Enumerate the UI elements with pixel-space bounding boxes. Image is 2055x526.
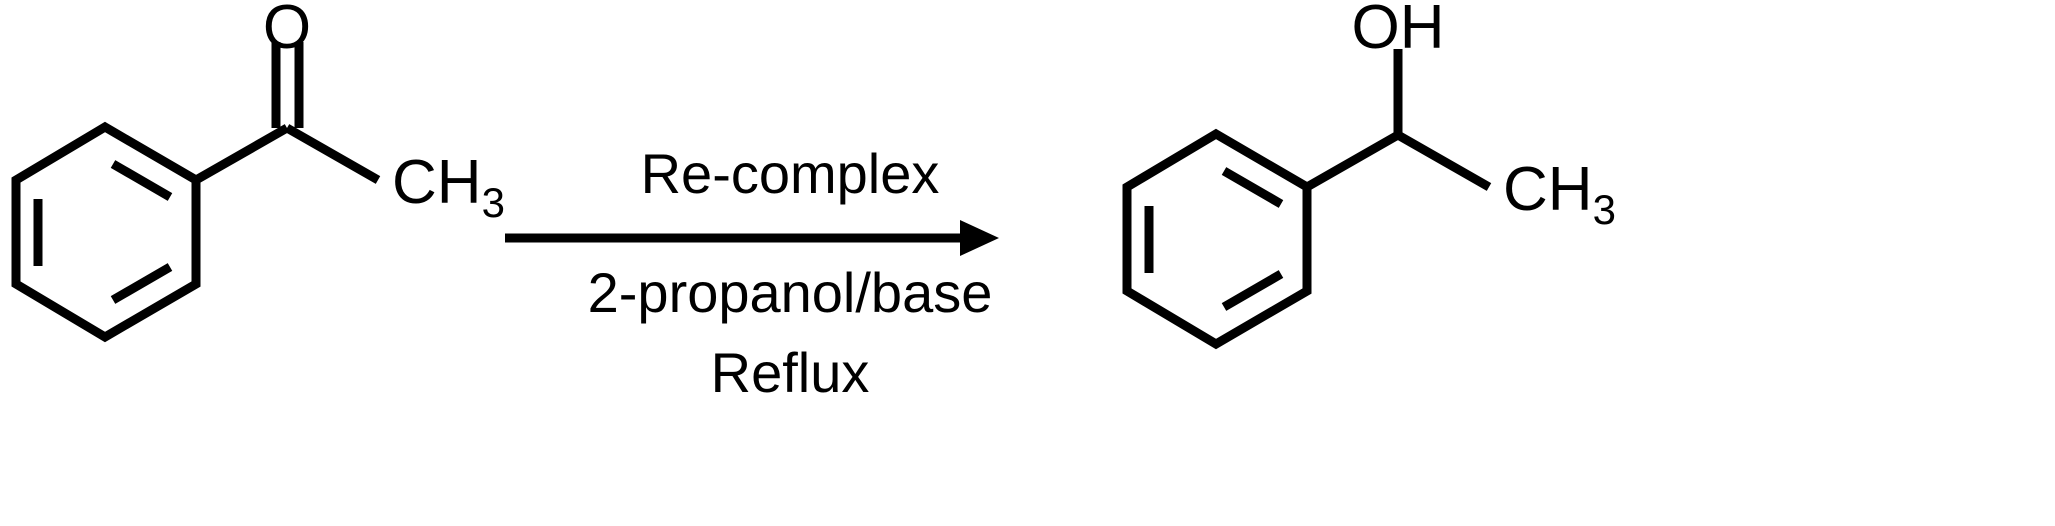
arrow-below-label-solvent: 2-propanol/base [588,261,993,324]
reactant-oxygen-label: O [263,0,311,62]
arrow-above-label: Re-complex [641,142,940,205]
reactant-acetophenone: O CH3 [11,0,505,343]
reactant-methyl-label: CH3 [392,148,505,226]
product-carbinol-to-methyl-bond [1395,131,1492,191]
reactant-carbonyl-to-methyl-bond [284,124,381,184]
reactant-carbonyl-double-bond [271,42,304,128]
reaction-arrow [505,220,999,256]
reactant-ring-to-carbonyl-bond [193,124,290,184]
product-methyl-text: CH [1503,155,1593,224]
product-hydroxyl-label: OH [1352,0,1445,62]
reactant-methyl-subscript: 3 [482,179,505,226]
arrow-head [960,220,999,256]
product-methyl-label: CH3 [1503,155,1616,233]
product-benzene-ring [1122,128,1312,350]
arrow-below-label-reflux: Reflux [711,341,870,404]
reactant-methyl-text: CH [392,148,482,217]
product-ring-to-carbinol-bond [1304,131,1401,191]
product-phenylethanol: OH CH3 [1122,0,1616,350]
reactant-benzene-ring [11,121,201,343]
product-methyl-subscript: 3 [1593,186,1616,233]
